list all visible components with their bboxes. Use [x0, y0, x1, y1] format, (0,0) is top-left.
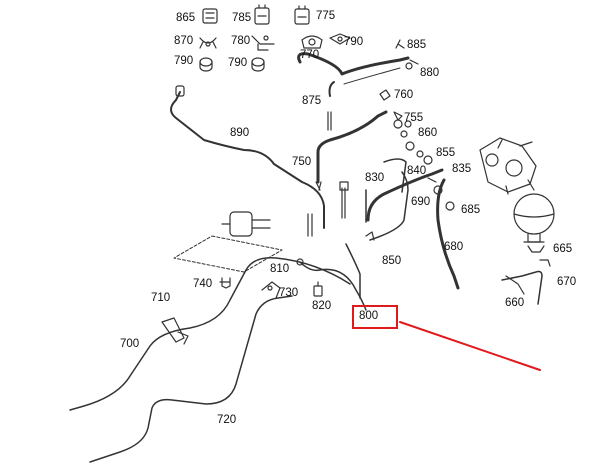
hose-830-840 [365, 158, 444, 223]
accumulator-sphere [513, 193, 555, 243]
highlight-arrow [399, 321, 541, 371]
fitting-cluster-860 [393, 111, 433, 165]
callout-820: 820 [312, 300, 332, 312]
callout-755: 755 [404, 112, 424, 124]
valve-block [173, 211, 283, 273]
clamp-770-icon [301, 35, 323, 49]
callout-865: 865 [176, 12, 196, 24]
nut-790c-icon [251, 57, 265, 72]
callout-875: 875 [302, 95, 322, 107]
callout-665: 665 [553, 243, 573, 255]
callout-750: 750 [292, 156, 312, 168]
pump-assembly [479, 137, 537, 195]
bolt-740-icon [219, 277, 231, 289]
callout-790c: 790 [228, 57, 248, 69]
callout-770: 770 [300, 49, 320, 61]
callout-810: 810 [270, 263, 290, 275]
clamp-780-icon [251, 35, 275, 51]
nut-790b-icon [199, 57, 213, 72]
callout-670: 670 [557, 276, 577, 288]
pipe-875 [327, 81, 335, 131]
callout-890: 890 [230, 127, 250, 139]
callout-720: 720 [217, 414, 237, 426]
callout-710: 710 [151, 292, 171, 304]
callout-870: 870 [174, 35, 194, 47]
fitting-865-icon [202, 8, 218, 24]
callout-690: 690 [411, 196, 431, 208]
callout-855: 855 [436, 147, 456, 159]
pipe-660 [501, 259, 551, 305]
fitting-665-icon [527, 245, 545, 253]
highlight-box-800 [352, 305, 398, 329]
hose-880-885 [297, 39, 419, 85]
callout-775: 775 [316, 10, 336, 22]
callout-760: 760 [394, 89, 414, 101]
callout-790a: 790 [344, 36, 364, 48]
callout-780: 780 [231, 35, 251, 47]
callout-880: 880 [420, 67, 440, 79]
callout-790b: 790 [174, 55, 194, 67]
pipe-810 [296, 213, 367, 311]
callout-800: 800 [359, 310, 379, 322]
pipe-720 [89, 295, 293, 463]
pipe-850 [345, 171, 409, 299]
callout-740: 740 [193, 278, 213, 290]
clamp-870-icon [199, 37, 217, 49]
callout-685: 685 [461, 204, 481, 216]
callout-680: 680 [444, 241, 464, 253]
fitting-820-icon [313, 281, 323, 297]
hose-680 [436, 178, 460, 290]
pipe-890 [170, 85, 349, 229]
callout-730: 730 [279, 287, 299, 299]
hose-750 [315, 110, 388, 191]
clamp-730-icon [261, 281, 281, 299]
callout-835: 835 [452, 163, 472, 175]
fitting-785-icon [254, 4, 270, 25]
bracket-710 [161, 317, 189, 345]
callout-785: 785 [232, 12, 252, 24]
callout-830: 830 [365, 172, 385, 184]
pipe-700 [69, 257, 351, 411]
callout-840: 840 [407, 165, 427, 177]
bolt-790a-icon [329, 33, 351, 45]
callout-700: 700 [120, 338, 140, 350]
callout-660: 660 [505, 297, 525, 309]
callout-885: 885 [407, 39, 427, 51]
fitting-775-icon [294, 5, 310, 25]
callout-860: 860 [418, 127, 438, 139]
callout-850: 850 [382, 255, 402, 267]
fitting-760 [379, 89, 391, 101]
